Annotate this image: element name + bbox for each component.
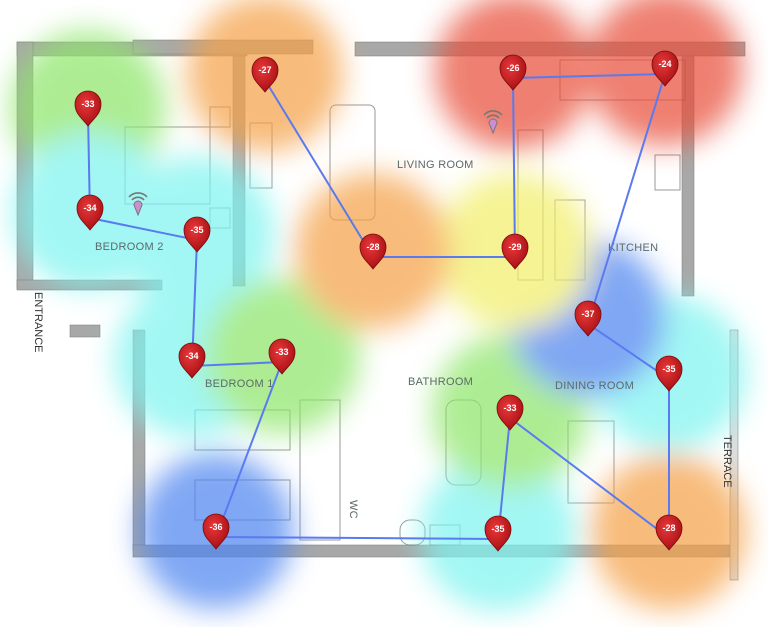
signal-value: -34 <box>185 351 198 361</box>
measurement-pin[interactable]: -35 <box>655 355 683 392</box>
room-label-kitchen: KITCHEN <box>608 242 658 254</box>
label-entrance: ENTRANCE <box>32 292 44 353</box>
signal-heat-overlay <box>10 0 747 611</box>
signal-value: -35 <box>190 225 203 235</box>
measurement-pin[interactable]: -33 <box>496 394 524 431</box>
room-labels: LIVING ROOM KITCHEN BEDROOM 2 BEDROOM 1 … <box>32 159 733 519</box>
measurement-pin[interactable]: -28 <box>359 233 387 270</box>
room-label-bedroom-2: BEDROOM 2 <box>95 241 164 253</box>
measurement-pin[interactable]: -29 <box>501 233 529 270</box>
signal-value: -37 <box>581 309 594 319</box>
label-terrace: TERRACE <box>721 435 733 488</box>
signal-value: -33 <box>503 403 516 413</box>
signal-value: -33 <box>81 99 94 109</box>
wifi-router-icon[interactable] <box>128 192 148 217</box>
signal-value: -26 <box>506 63 519 73</box>
measurement-pin[interactable]: -33 <box>74 90 102 127</box>
measurement-pin[interactable]: -34 <box>76 194 104 231</box>
signal-value: -24 <box>658 59 671 69</box>
room-label-bedroom-1: BEDROOM 1 <box>205 378 274 390</box>
measurement-pin[interactable]: -36 <box>202 513 230 550</box>
wifi-router-icon[interactable] <box>483 110 503 135</box>
survey-path <box>87 72 670 541</box>
signal-value: -28 <box>662 523 675 533</box>
room-label-bathroom: BATHROOM <box>408 376 473 388</box>
measurement-pin[interactable]: -27 <box>251 56 279 93</box>
room-label-living-room: LIVING ROOM <box>397 159 474 171</box>
signal-value: -27 <box>258 65 271 75</box>
signal-value: -28 <box>366 242 379 252</box>
signal-value: -33 <box>275 347 288 357</box>
room-label-wc: WC <box>347 500 359 519</box>
measurement-pin[interactable]: -37 <box>574 300 602 337</box>
measurement-pin[interactable]: -28 <box>655 514 683 551</box>
signal-value: -35 <box>662 364 675 374</box>
measurement-pins: -33 -34 -35 -34 -33 -36 -35 -33 -28 -35 -37 -24 -26 -… <box>74 50 683 552</box>
measurement-pin[interactable]: -34 <box>178 342 206 379</box>
room-label-dining-room: DINING ROOM <box>555 380 634 392</box>
measurement-pin[interactable]: -24 <box>651 50 679 87</box>
measurement-pin[interactable]: -33 <box>268 338 296 375</box>
signal-value: -36 <box>209 522 222 532</box>
survey-path-line <box>87 72 670 541</box>
measurement-pin[interactable]: -26 <box>499 54 527 91</box>
measurement-pin[interactable]: -35 <box>183 216 211 253</box>
signal-value: -29 <box>508 242 521 252</box>
signal-value: -35 <box>491 524 504 534</box>
signal-value: -34 <box>83 203 96 213</box>
measurement-pin[interactable]: -35 <box>484 515 512 552</box>
